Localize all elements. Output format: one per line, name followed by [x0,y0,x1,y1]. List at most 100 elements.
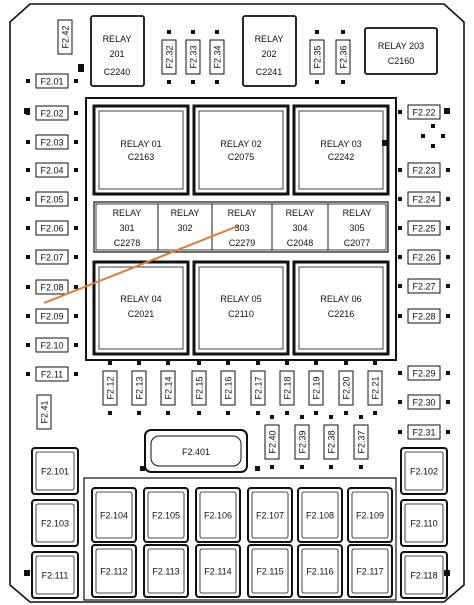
fuse-f2-110[interactable]: F2.110 [400,499,448,547]
fuse-f2-16[interactable]: F2.16 [220,361,236,415]
fuse-label: F2.106 [204,511,232,521]
relay-01[interactable]: RELAY 01 C2163 [92,104,190,196]
relay-05[interactable]: RELAY 05 C2110 [192,260,290,356]
pin-marker [191,30,195,34]
fuse-f2-101[interactable]: F2.101 [31,447,79,495]
fuse-f2-25[interactable]: F2.25 [398,220,450,236]
fuse-f2-14[interactable]: F2.14 [160,361,176,415]
fuse-f2-42[interactable]: F2.42 [57,19,73,55]
fuse-f2-03[interactable]: F2.03 [26,134,78,150]
fuse-label: F2.33 [189,45,199,68]
fuse-f2-15[interactable]: F2.15 [191,361,207,415]
fuse-label: F2.28 [412,312,435,322]
fuse-f2-118[interactable]: F2.118 [400,551,448,599]
fuse-f2-36[interactable]: F2.36 [335,30,351,84]
fuse-label: F2.117 [356,567,383,577]
fuse-f2-40[interactable]: F2.40 [264,415,280,469]
fuse-f2-07[interactable]: F2.07 [26,249,78,265]
fuse-f2-08[interactable]: F2.08 [26,279,78,295]
pin-marker [329,465,333,469]
fuse-f2-12[interactable]: F2.12 [102,361,118,415]
fuse-f2-108[interactable]: F2.108 [297,487,343,543]
fuse-f2-104[interactable]: F2.104 [91,487,137,543]
fuse-f2-18[interactable]: F2.18 [279,361,295,415]
fuse-f2-22[interactable]: F2.22 [398,104,450,120]
fuse-f2-115[interactable]: F2.115 [247,544,293,598]
fuse-f2-105[interactable]: F2.105 [143,487,189,543]
fuse-f2-33[interactable]: F2.33 [185,30,201,84]
fuse-f2-01[interactable]: F2.01 [26,73,78,89]
fuse-label: F2.27 [412,282,435,292]
relay-303-name: RELAY [228,208,257,218]
fuse-f2-102[interactable]: F2.102 [400,447,448,495]
fuse-f2-05[interactable]: F2.05 [26,191,78,207]
fuse-f2-23[interactable]: F2.23 [398,162,450,178]
fuse-f2-35[interactable]: F2.35 [309,30,325,84]
fuse-label: F2.29 [412,369,435,379]
fuse-f2-30[interactable]: F2.30 [398,394,450,410]
fuse-label: F2.115 [256,567,283,577]
fuse-label: F2.01 [40,77,63,87]
fuse-f2-26[interactable]: F2.26 [398,249,450,265]
relay-03[interactable]: RELAY 03 C2242 [292,104,390,196]
fuse-f2-09[interactable]: F2.09 [26,308,78,324]
fuse-f2-116[interactable]: F2.116 [297,544,343,598]
relay-201[interactable]: RELAY 201 C2240 [90,15,145,87]
relay-06[interactable]: RELAY 06 C2216 [292,260,390,356]
fuse-f2-117[interactable]: F2.117 [347,544,393,598]
fuse-f2-37[interactable]: F2.37 [353,415,369,469]
relay-04[interactable]: RELAY 04 C2021 [92,260,190,356]
fuse-f2-04[interactable]: F2.04 [26,162,78,178]
relay-202-code: C2241 [256,67,283,77]
fuse-f2-28[interactable]: F2.28 [398,308,450,324]
fuse-f2-112[interactable]: F2.112 [91,544,137,598]
lower-fuse-row: F2.40 F2.39 F2.38 F2.37 [264,415,369,469]
pin-marker [446,226,450,230]
fuse-f2-111[interactable]: F2.111 [31,551,79,599]
fuse-f2-103[interactable]: F2.103 [31,499,79,547]
fuse-f2-31[interactable]: F2.31 [398,424,450,440]
fuse-label: F2.17 [254,376,264,399]
relay-202[interactable]: RELAY 202 C2241 [242,15,297,87]
pin-marker [446,197,450,201]
fuse-f2-41[interactable]: F2.41 [36,394,52,430]
fuse-f2-21[interactable]: F2.21 [367,361,383,415]
fuse-f2-34[interactable]: F2.34 [209,30,225,84]
fuse-label: F2.25 [412,224,435,234]
pin-marker [398,400,402,404]
fuse-f2-13[interactable]: F2.13 [131,361,147,415]
fuse-f2-38[interactable]: F2.38 [323,415,339,469]
fuse-f2-24[interactable]: F2.24 [398,191,450,207]
fuse-f2-107[interactable]: F2.107 [247,487,293,543]
relay-202-name: RELAY [255,34,284,44]
fuse-f2-39[interactable]: F2.39 [294,415,310,469]
fuse-f2-11[interactable]: F2.11 [26,366,78,382]
pin-marker [26,343,30,347]
marker-dot [78,64,84,72]
pin-marker [74,111,78,115]
fuse-f2-27[interactable]: F2.27 [398,278,450,294]
fuse-f2-17[interactable]: F2.17 [250,361,266,415]
pin-marker [26,285,30,289]
relay-203[interactable]: RELAY 203 C2160 [364,27,438,75]
fuse-f2-32[interactable]: F2.32 [161,30,177,84]
fuse-f2-106[interactable]: F2.106 [195,487,241,543]
fuse-f2-06[interactable]: F2.06 [26,220,78,236]
fuse-f2-10[interactable]: F2.10 [26,337,78,353]
fuse-f2-29[interactable]: F2.29 [398,365,450,381]
fuse-f2-113[interactable]: F2.113 [143,544,189,598]
marker-dot [24,108,30,114]
pin-marker [373,411,377,415]
pin-marker [167,30,171,34]
fuse-f2-20[interactable]: F2.20 [338,361,354,415]
relay-02[interactable]: RELAY 02 C2075 [192,104,290,196]
fuse-f2-19[interactable]: F2.19 [308,361,324,415]
fuse-label: F2.113 [152,567,179,577]
pin-marker [446,430,450,434]
relay-305[interactable]: RELAY 305 C2077 [327,203,387,251]
fuse-f2-114[interactable]: F2.114 [195,544,241,598]
fuse-f2-109[interactable]: F2.109 [347,487,393,543]
fuse-f2-401[interactable]: F2.401 [144,429,248,473]
relay-05-code: C2110 [228,309,254,319]
fuse-label: F2.24 [412,195,435,205]
